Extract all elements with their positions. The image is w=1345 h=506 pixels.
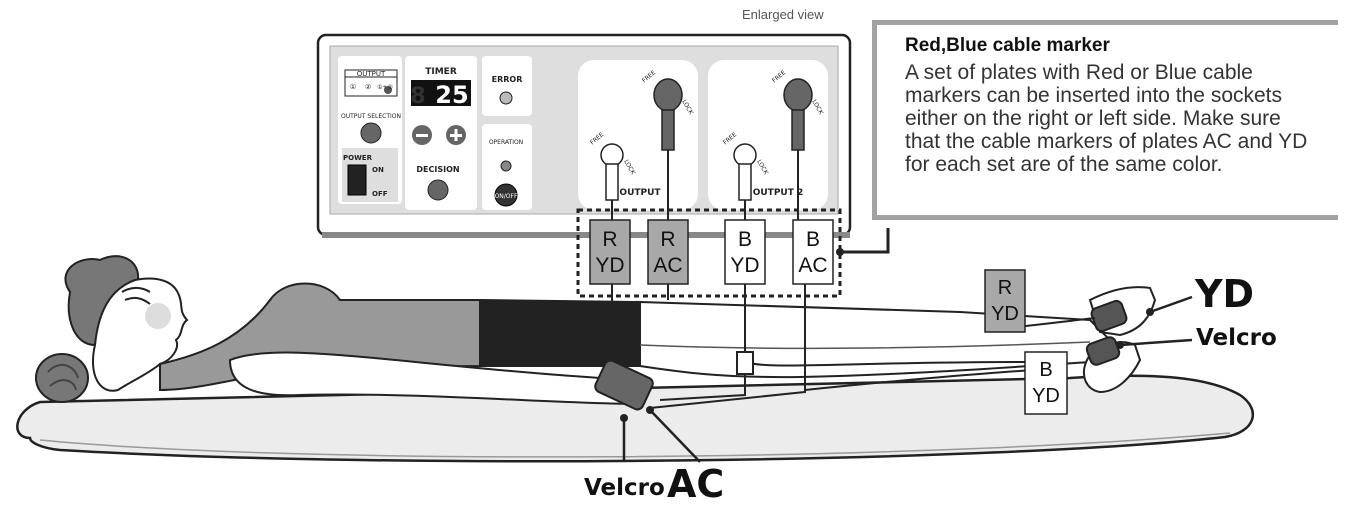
onoff-button-label: ON/OFF xyxy=(495,193,518,200)
cable-marker-text: YD xyxy=(730,254,759,277)
decision-button[interactable] xyxy=(428,180,448,200)
timer-value: 25 xyxy=(435,81,468,109)
operation-label: OPERATION xyxy=(489,139,523,146)
plug-ac-output-1 xyxy=(654,79,682,111)
ankle-marker-text: YD xyxy=(991,303,1019,325)
cable-marker-text: B xyxy=(806,228,820,251)
timer-ghost-digit: 8 xyxy=(410,84,425,109)
cable-marker-text: AC xyxy=(798,254,827,277)
cable-marker-text: AC xyxy=(653,254,682,277)
operation-lamp xyxy=(501,161,511,171)
patient-shorts xyxy=(480,300,640,366)
yd-label: YD xyxy=(1195,272,1254,316)
output-selection-label: OUTPUT SELECTION xyxy=(341,113,401,120)
cable-marker-text: YD xyxy=(595,254,624,277)
ankle-marker-text: R xyxy=(998,277,1012,299)
decision-label: DECISION xyxy=(416,165,459,174)
cable-marker-text: R xyxy=(660,228,675,251)
cable-marker-text: R xyxy=(602,228,617,251)
output-1-label: OUTPUT xyxy=(619,188,661,198)
hair-bun xyxy=(36,354,88,402)
output-opt-3: ①+② xyxy=(377,84,393,91)
cable-splitter xyxy=(737,352,753,374)
ankle-marker-text: YD xyxy=(1032,385,1060,407)
off-label: OFF xyxy=(372,190,388,198)
output-opt-2: ② xyxy=(365,83,371,91)
timer-label: TIMER xyxy=(425,67,457,77)
cable-marker-text: B xyxy=(738,228,752,251)
power-label: POWER xyxy=(343,154,373,162)
output-header-label: OUTPUT xyxy=(357,70,386,78)
enlarged-view-label: Enlarged view xyxy=(742,7,824,22)
callout-title: Red,Blue cable marker xyxy=(905,35,1320,57)
error-lamp xyxy=(500,92,512,104)
plug-yd-output-1 xyxy=(601,144,623,166)
ac-label: AC xyxy=(667,462,724,506)
ankle-marker-text: B xyxy=(1039,359,1052,381)
velcro-label-bottom: Velcro xyxy=(584,475,665,501)
callout-body: A set of plates with Red or Blue cable m… xyxy=(905,61,1320,176)
plug-ac-output-2 xyxy=(784,79,812,111)
output-opt-1: ① xyxy=(350,83,356,91)
on-label: ON xyxy=(372,166,384,174)
output-2-label: OUTPUT 2 xyxy=(753,188,804,198)
velcro-label-right: Velcro xyxy=(1196,325,1277,351)
treatment-device xyxy=(318,35,850,235)
power-switch[interactable] xyxy=(348,165,366,195)
cable-marker-callout: Red,Blue cable marker A set of plates wi… xyxy=(872,20,1338,220)
output-selection-button[interactable] xyxy=(361,123,381,143)
error-label: ERROR xyxy=(492,75,523,84)
plug-yd-output-2 xyxy=(734,144,756,166)
